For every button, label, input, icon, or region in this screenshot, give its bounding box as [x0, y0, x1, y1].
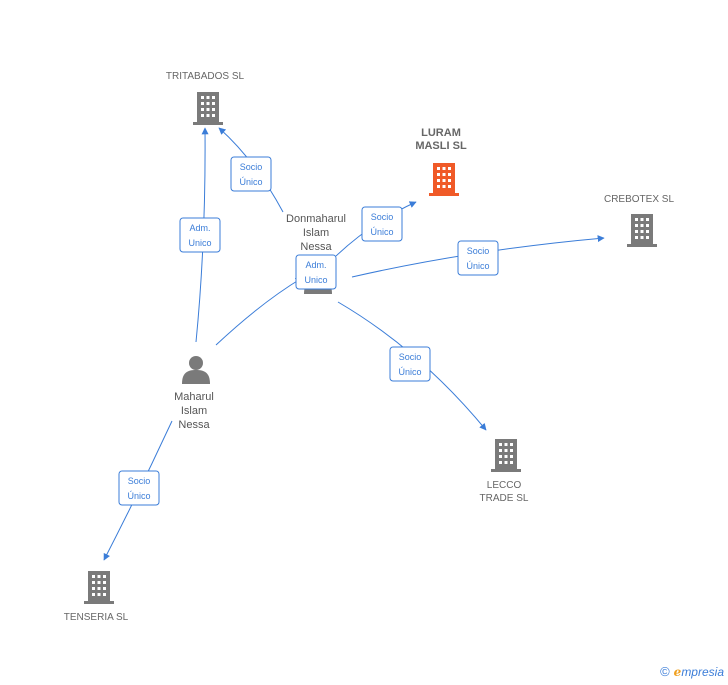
building-icon	[491, 439, 521, 472]
node-label: Islam	[303, 227, 329, 239]
edge-label-line: Socio	[399, 352, 422, 362]
node-label: TENSERIA SL	[64, 612, 129, 623]
person-icon	[182, 356, 210, 384]
node-label: LECCO	[487, 480, 522, 491]
node-label: Nessa	[178, 419, 210, 431]
edge-label-maharul-to-tritabados: Adm. Unico	[179, 217, 221, 253]
edge-label-line: Único	[127, 491, 150, 501]
node-tenseria[interactable]: TENSERIA SL	[64, 571, 129, 623]
edge-maharul-to-donmaharul	[215, 277, 303, 346]
building-icon	[84, 571, 114, 604]
node-label: Donmaharul	[286, 213, 346, 225]
edge-label-line: Adm.	[305, 260, 326, 270]
edge-label-line: Unico	[304, 275, 327, 285]
edge-label-line: Único	[370, 227, 393, 237]
edge-label-line: Socio	[128, 476, 151, 486]
node-label: Islam	[181, 405, 207, 417]
node-label: TRITABADOS SL	[166, 71, 245, 82]
node-label: Nessa	[300, 241, 332, 253]
edge-label-line: Único	[466, 261, 489, 271]
brand-logo: empresia	[673, 664, 724, 679]
building-icon	[627, 214, 657, 247]
node-label: TRADE SL	[480, 493, 529, 504]
copyright-icon: ©	[660, 664, 670, 679]
edge-label-line: Socio	[467, 246, 490, 256]
node-tritabados[interactable]: TRITABADOS SL	[166, 71, 245, 125]
edge-label-maharul-to-donmaharul: Adm. Unico	[295, 254, 337, 290]
node-label: MASLI SL	[415, 140, 467, 152]
node-lecco[interactable]: LECCO TRADE SL	[480, 439, 529, 504]
node-label: LURAM	[421, 127, 461, 139]
edge-label-line: Unico	[188, 238, 211, 248]
building-icon	[429, 163, 459, 196]
footer-brand: © empresia	[660, 664, 724, 679]
node-crebotex[interactable]: CREBOTEX SL	[604, 194, 674, 247]
node-label: Maharul	[174, 391, 214, 403]
edge-label-line: Único	[398, 367, 421, 377]
node-label: CREBOTEX SL	[604, 194, 674, 205]
building-icon	[193, 92, 223, 125]
edge-label-line: Socio	[240, 162, 263, 172]
edge-label-line: Adm.	[189, 223, 210, 233]
edge-label-line: Único	[239, 177, 262, 187]
edge-label-line: Socio	[371, 212, 394, 222]
